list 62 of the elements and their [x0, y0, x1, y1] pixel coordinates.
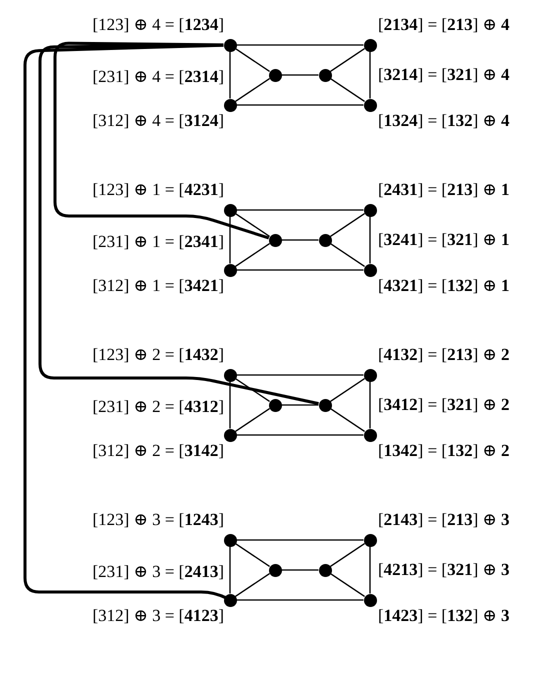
- vertex-label: [231] ⊕ 1 = [2341]: [92, 232, 224, 252]
- vertex-label: [231] ⊕ 4 = [2314]: [92, 67, 224, 87]
- graph-edge: [330, 48, 365, 72]
- graph-edge: [236, 539, 364, 541]
- vertex-label: [2431] = [213] ⊕ 1: [378, 180, 510, 200]
- vertex-label: [4213] = [321] ⊕ 3: [378, 560, 510, 580]
- graph-edge: [229, 216, 231, 264]
- graph-edge: [229, 52, 231, 98]
- vertex-label: [3412] = [321] ⊕ 2: [378, 395, 510, 415]
- vertex-label: [1324] = [132] ⊕ 4: [378, 111, 510, 131]
- vertex-label: [312] ⊕ 1 = [3421]: [92, 276, 224, 296]
- graph-edge: [282, 569, 318, 571]
- graph-edge: [330, 378, 365, 402]
- graph-edge: [282, 239, 318, 241]
- graph-edge: [369, 216, 371, 264]
- graph-edge: [236, 104, 364, 106]
- vertex-label: [123] ⊕ 1 = [4231]: [92, 180, 224, 200]
- vertex-label: [1423] = [132] ⊕ 3: [378, 606, 510, 626]
- graph-edge: [330, 408, 365, 432]
- graph-edge: [235, 573, 270, 597]
- vertex-label: [2143] = [213] ⊕ 3: [378, 510, 510, 530]
- graph-edge: [235, 408, 270, 432]
- vertex-label: [123] ⊕ 2 = [1432]: [92, 345, 224, 365]
- vertex-label: [3214] = [321] ⊕ 4: [378, 65, 510, 85]
- graph-edge: [330, 78, 365, 102]
- graph-edge: [330, 243, 365, 267]
- vertex-label: [312] ⊕ 4 = [3124]: [92, 111, 224, 131]
- vertex-label: [1342] = [132] ⊕ 2: [378, 441, 510, 461]
- graph-edge: [235, 378, 270, 402]
- graph-edge: [235, 213, 270, 237]
- graph-edge: [330, 573, 365, 597]
- graph-edge: [282, 404, 318, 406]
- graph-edge: [235, 243, 270, 267]
- graph-edge: [235, 78, 270, 102]
- graph-edge: [236, 434, 364, 436]
- graph-edge: [282, 74, 318, 76]
- graph-edge: [38, 44, 319, 406]
- graph-edge: [229, 546, 231, 594]
- graph-edge: [369, 382, 371, 428]
- vertex-label: [2134] = [213] ⊕ 4: [378, 15, 510, 35]
- graph-edge: [236, 44, 364, 46]
- vertex-label: [312] ⊕ 3 = [4123]: [92, 606, 224, 626]
- graph-edge: [229, 382, 231, 428]
- vertex-label: [312] ⊕ 2 = [3142]: [92, 441, 224, 461]
- vertex-label: [123] ⊕ 3 = [1243]: [92, 510, 224, 530]
- graph-edge: [369, 546, 371, 594]
- vertex-label: [123] ⊕ 4 = [1234]: [92, 15, 224, 35]
- graph-edge: [330, 543, 365, 567]
- vertex-label: [4321] = [132] ⊕ 1: [378, 276, 510, 296]
- graph-edge: [330, 213, 365, 237]
- graph-edge: [235, 543, 270, 567]
- vertex-label: [231] ⊕ 2 = [4312]: [92, 397, 224, 417]
- graph-edge: [235, 48, 270, 72]
- graph-edge: [236, 269, 364, 271]
- vertex-label: [231] ⊕ 3 = [2413]: [92, 562, 224, 582]
- graph-edge: [236, 374, 364, 376]
- graph-edge: [54, 42, 270, 240]
- graph-edge: [369, 52, 371, 98]
- graph-edge: [236, 599, 364, 601]
- vertex-label: [3241] = [321] ⊕ 1: [378, 230, 510, 250]
- graph-edge: [236, 209, 364, 211]
- vertex-label: [4132] = [213] ⊕ 2: [378, 345, 510, 365]
